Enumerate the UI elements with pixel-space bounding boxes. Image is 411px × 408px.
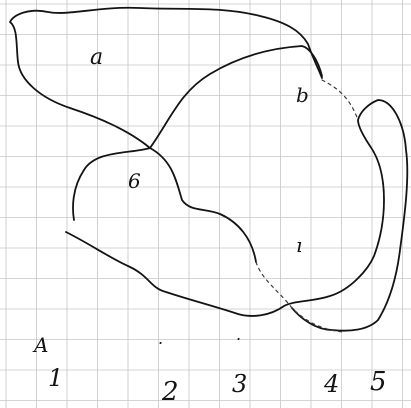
bottom-mark-a: A [32,333,48,357]
bottom-number-4: 4 [323,370,339,398]
bottom-number-3: 3 [232,370,247,398]
label-region-c: 6 [128,169,141,193]
bottom-mark-dot-1: . [158,329,163,348]
bottom-mark-dot-2: . [236,325,241,344]
label-region-b: b [296,83,309,107]
bottom-number-1: 1 [48,364,63,392]
label-region-a: a [90,45,103,70]
label-tick-mark: ı [296,233,302,257]
bottom-number-5: 5 [370,367,387,397]
bottom-number-2: 2 [161,377,179,407]
